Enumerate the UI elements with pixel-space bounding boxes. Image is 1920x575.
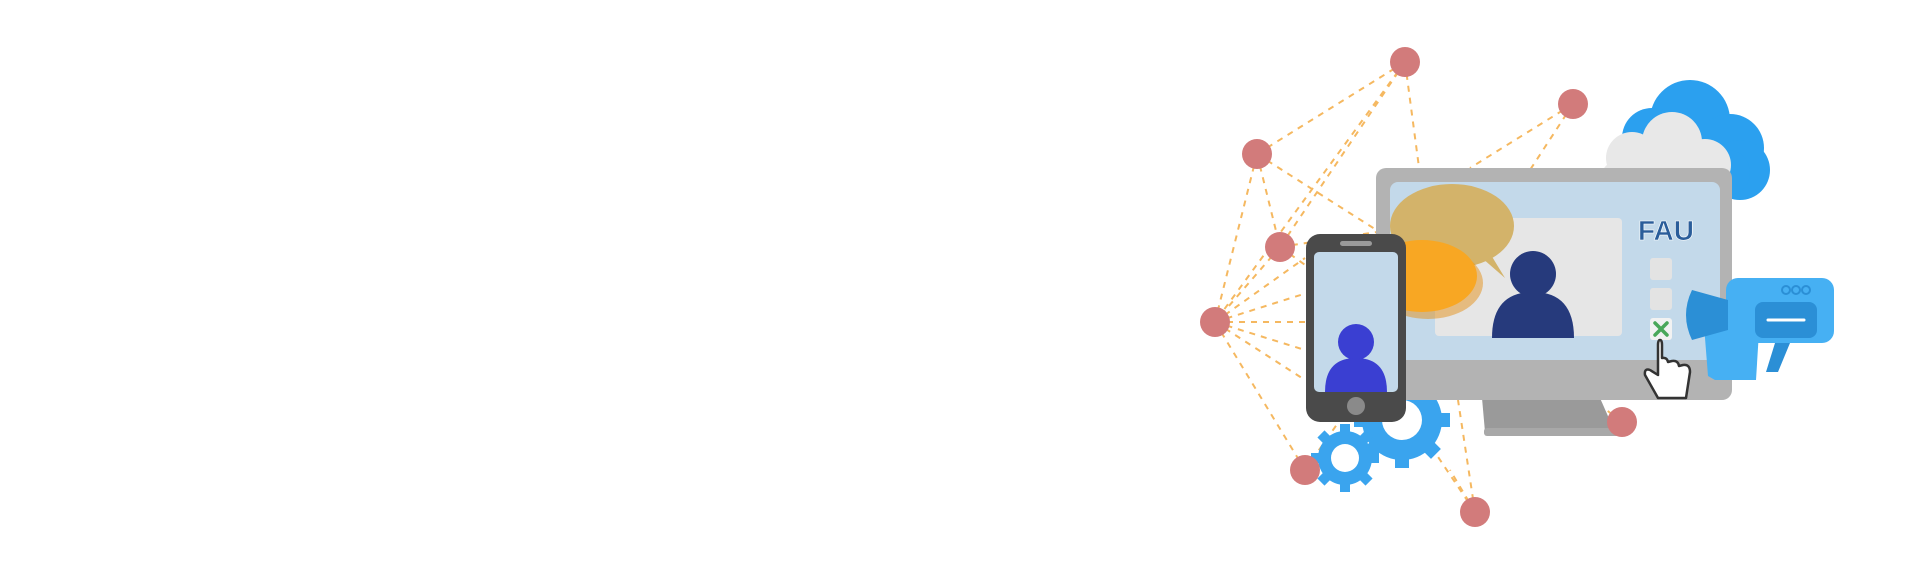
- network-node-icon: [1265, 232, 1295, 262]
- person-icon: [1325, 324, 1387, 392]
- network-node-icon: [1460, 497, 1490, 527]
- network-node-icon: [1242, 139, 1272, 169]
- checkbox-icon[interactable]: [1650, 288, 1672, 310]
- smartphone-icon: [1306, 234, 1406, 422]
- fau-logo: FAU: [1638, 215, 1694, 246]
- network-nodes: [1200, 47, 1637, 527]
- gear-icon: [1311, 424, 1379, 492]
- network-node-icon: [1607, 407, 1637, 437]
- network-node-icon: [1558, 89, 1588, 119]
- hand-pointer-icon: [1643, 338, 1692, 400]
- home-button[interactable]: [1347, 397, 1365, 415]
- close-icon: [1653, 321, 1669, 337]
- person-icon: [1492, 251, 1574, 338]
- video-camera-icon: [1686, 278, 1834, 380]
- checkbox-icon[interactable]: [1650, 258, 1672, 280]
- checkbox-icon[interactable]: [1650, 318, 1672, 340]
- network-node-icon: [1390, 47, 1420, 77]
- network-node-icon: [1290, 455, 1320, 485]
- network-node-icon: [1200, 307, 1230, 337]
